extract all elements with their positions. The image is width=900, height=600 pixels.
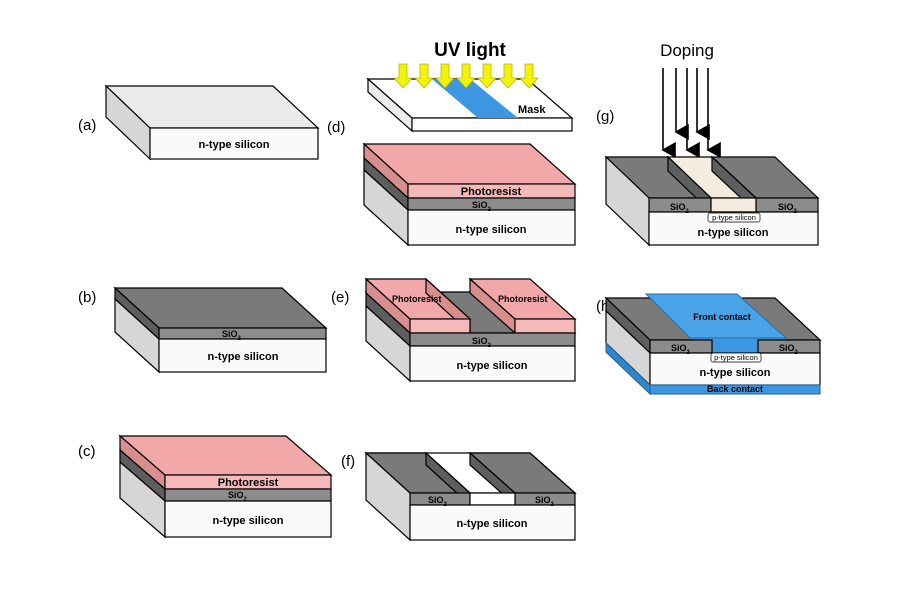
gap-front [469,492,516,506]
oxide-right-label: SiO2 [779,343,799,356]
uv-arrow-icon [519,63,539,89]
oxide-front-face [407,197,576,211]
oxide-front-face [409,332,576,347]
panel-f-label: (f) [341,453,355,470]
mask-front-face [411,117,573,132]
mask-label: Mask [518,104,546,116]
back-contact-label: Back contact [707,384,763,394]
uv-arrow-icon [498,63,518,89]
uv-arrow-icon [393,63,413,89]
silicon-front-face [409,345,576,382]
panel-a-label: (a) [78,117,96,134]
ptype-label: p-type silicon [714,353,758,362]
substrate-label: n-type silicon [213,515,284,527]
uv-arrow-icon [456,63,476,89]
oxide-left-label: SiO2 [671,343,691,356]
doping-arrows [661,68,721,158]
oxide-label: SiO2 [228,490,248,503]
oxide-right-label: SiO2 [778,202,798,215]
oxide-right-label: SiO2 [535,495,555,508]
silicon-front-face [164,500,332,538]
uv-arrows [393,63,539,89]
uv-arrow-icon [477,63,497,89]
resist-label: Photoresist [461,186,522,198]
oxide-front-face [158,327,327,340]
substrate-label: n-type silicon [208,351,279,363]
silicon-front-face [149,127,319,160]
resist-left-front [409,318,471,334]
panel-d-label: (d) [327,119,345,136]
back-contact-front [649,384,821,395]
front-contact-label: Front contact [693,312,751,322]
panel-e-label: (e) [331,289,349,306]
panel-a: (a) n-type silicon [78,84,320,161]
silicon-front-face [158,338,327,373]
uv-arrow-icon [435,63,455,89]
panel-b: (b) SiO2 n-type silicon [78,286,328,374]
oxide-label: SiO2 [472,336,492,349]
panel-e: (e) Photoresist Photoresist SiO2 n-type … [331,277,577,383]
panel-d: (d) UV light Mask Photoresist SiO2 n-typ… [327,40,577,247]
silicon-front-face [407,209,576,246]
resist-label: Photoresist [218,477,279,489]
ptype-front [710,197,757,213]
resist-left-label: Photoresist [392,294,442,304]
panel-h: (h) Front contact SiO2 SiO2 p-type silic… [596,293,822,396]
panel-f: (f) SiO2 SiO2 n-type silicon [341,451,577,542]
oxide-label: SiO2 [222,329,242,342]
panel-g-label: (g) [596,108,614,125]
substrate-label: n-type silicon [698,227,769,239]
oxide-label: SiO2 [472,200,492,213]
panel-g: (g) Doping SiO2 SiO2 p-type silicon n-ty… [596,41,820,247]
oxide-front-face [164,488,332,502]
substrate-label: n-type silicon [457,360,528,372]
ptype-label: p-type silicon [712,213,756,222]
substrate-label: n-type silicon [457,518,528,530]
panel-c-label: (c) [78,443,96,460]
substrate-label: n-type silicon [199,139,270,151]
resist-right-label: Photoresist [498,294,548,304]
silicon-front-face [409,504,576,541]
mask-opening [432,79,518,118]
uv-arrow-icon [414,63,434,89]
panel-c: (c) Photoresist SiO2 n-type silicon [78,434,333,539]
oxide-left-label: SiO2 [670,202,690,215]
substrate-label: n-type silicon [456,224,527,236]
resist-right-front [514,318,576,334]
panel-b-label: (b) [78,289,96,306]
substrate-label: n-type silicon [700,367,771,379]
ptype-label-box [710,352,762,363]
uv-light-label: UV light [434,40,506,61]
ptype-label-box [707,212,761,223]
oxide-left-label: SiO2 [428,495,448,508]
doping-label: Doping [660,41,714,60]
